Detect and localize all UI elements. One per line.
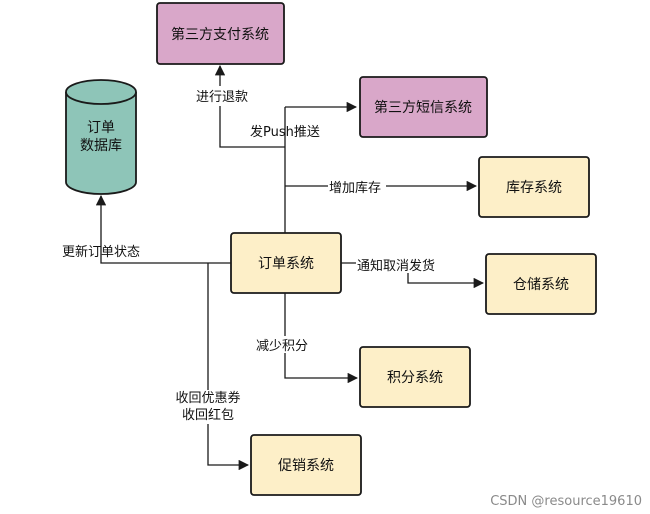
update-status-label: 更新订单状态 — [62, 244, 140, 260]
payment-system-label: 第三方支付系统 — [171, 26, 269, 43]
recall-redpacket-label: 收回红包 — [182, 407, 234, 423]
add-inventory-label: 增加库存 — [329, 180, 381, 196]
sms-system-node: 第三方短信系统 — [359, 76, 488, 138]
promotion-system-label: 促销系统 — [278, 458, 334, 474]
push-label: 发Push推送 — [250, 124, 320, 140]
inventory-system-node: 库存系统 — [478, 156, 590, 218]
order-system-node: 订单系统 — [230, 232, 342, 294]
promotion-arrow — [207, 263, 250, 471]
sms-system-label: 第三方短信系统 — [374, 99, 472, 116]
update-status-arrow — [95, 194, 231, 264]
recall-coupon-label: 收回优惠券 — [175, 390, 240, 406]
reduce-points-label: 减少积分 — [256, 339, 308, 354]
promotion-system-node: 促销系统 — [250, 434, 362, 496]
order-database: 订单 数据库 — [65, 79, 137, 195]
cancel-shipping-label: 通知取消发货 — [357, 258, 435, 274]
points-arrow — [284, 293, 359, 384]
inventory-system-label: 库存系统 — [506, 180, 562, 196]
database-label-line1: 订单 — [87, 120, 115, 136]
warehouse-system-node: 仓储系统 — [485, 253, 597, 315]
database-label-line2: 数据库 — [80, 138, 122, 154]
order-system-label: 订单系统 — [258, 256, 314, 272]
edge-labels: 进行退款 发Push推送 增加库存 更新订单状态 通知取消发货 减少积分 收回优… — [62, 86, 442, 424]
watermark: CSDN @resource19610 — [490, 494, 642, 509]
points-system-node: 积分系统 — [359, 346, 471, 408]
payment-system-node: 第三方支付系统 — [156, 2, 285, 65]
warehouse-system-label: 仓储系统 — [513, 277, 569, 293]
points-system-label: 积分系统 — [387, 370, 443, 386]
refund-label: 进行退款 — [196, 90, 248, 105]
